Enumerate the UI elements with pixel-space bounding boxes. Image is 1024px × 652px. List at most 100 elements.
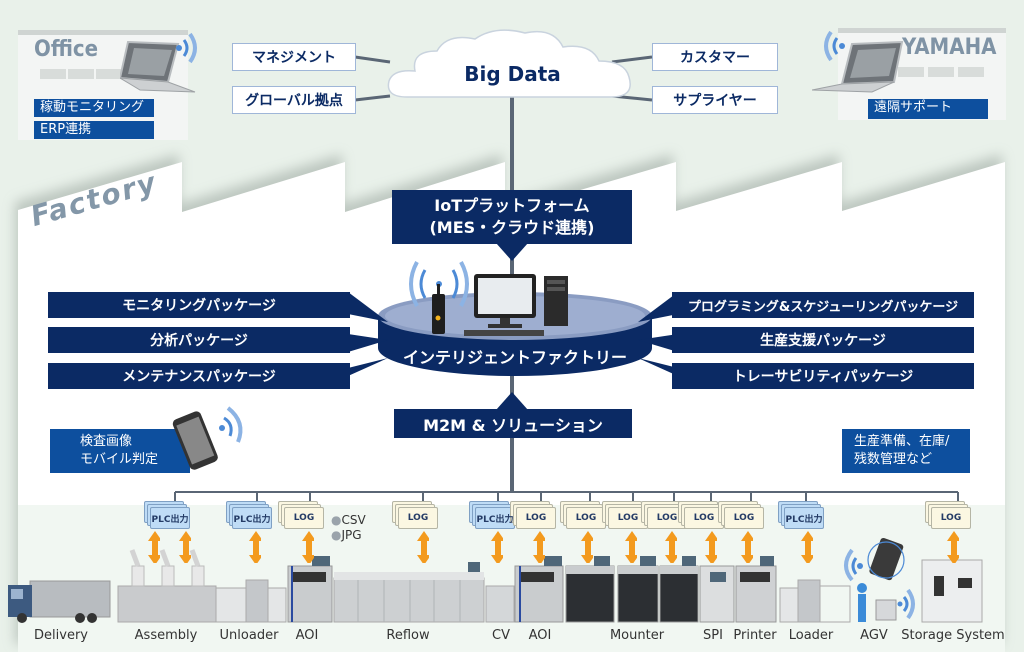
conveyor-icon	[485, 585, 515, 623]
machine-label-reflow: Reflow	[386, 628, 430, 643]
bidirectional-arrow-icon	[741, 531, 753, 563]
machine-label-delivery: Delivery	[34, 628, 88, 643]
reflow-oven-icon	[333, 562, 485, 623]
inventory-note-line1: 生産準備、在庫/	[854, 434, 950, 449]
machine-label-spi: SPI	[703, 628, 723, 643]
machine-label-cv: CV	[492, 628, 510, 643]
wifi-icon	[897, 588, 915, 620]
mobile-inspection-note: 検査画像 モバイル判定	[50, 429, 190, 473]
printer-machine-icon	[735, 556, 777, 623]
file-format-csv: ●CSV	[331, 513, 366, 527]
node-customer: カスタマー	[652, 43, 778, 71]
bidirectional-arrow-icon	[581, 531, 593, 563]
plc-output-tag: PLC出力	[144, 501, 190, 529]
yamaha-label-remote-support: 遠隔サポート	[868, 99, 988, 119]
plc-output-tag: PLC出力	[778, 501, 824, 529]
arrow-down-icon	[496, 243, 528, 261]
delivery-truck-icon	[8, 580, 111, 623]
machine-label-aoi: AOI	[295, 628, 319, 643]
bidirectional-arrow-icon	[533, 531, 545, 563]
node-supplier: サプライヤー	[652, 86, 778, 114]
bidirectional-arrow-icon	[801, 531, 813, 563]
log-tag: LOG	[925, 501, 971, 529]
bidirectional-arrow-icon	[148, 531, 160, 563]
tag-label: LOG	[293, 513, 315, 523]
log-tag: LOG	[392, 501, 438, 529]
inventory-management-note: 生産準備、在庫/ 残数管理など	[842, 429, 970, 473]
bidirectional-arrow-icon	[249, 531, 261, 563]
log-tag: LOG	[278, 501, 324, 529]
programming-scheduling-package: プログラミング&スケジューリングパッケージ	[672, 292, 974, 318]
tag-label: LOG	[693, 513, 715, 523]
maintenance-package: メンテナンスパッケージ	[48, 363, 350, 389]
intelligent-factory-disc	[378, 292, 652, 376]
loader-machine-icon	[779, 579, 851, 623]
mounter-machine-icon	[617, 556, 659, 623]
spi-machine-icon	[699, 565, 735, 623]
laptop-icon	[120, 40, 196, 93]
file-format-jpg: ●JPG	[331, 528, 362, 542]
bidirectional-arrow-icon	[179, 531, 191, 563]
aoi-machine-icon	[287, 556, 333, 623]
mobile-note-line2: モバイル判定	[80, 452, 159, 467]
bidirectional-arrow-icon	[491, 531, 503, 563]
machine-label-agv: AGV	[860, 628, 888, 643]
bidirectional-arrow-icon	[625, 531, 637, 563]
tag-label: PLC出力	[476, 514, 514, 525]
left-package-arrows	[348, 292, 388, 376]
tag-label: PLC出力	[233, 514, 271, 525]
unloader-machine-icon	[215, 579, 287, 623]
bidirectional-arrow-icon	[302, 531, 314, 563]
office-label-monitoring: 稼動モニタリング	[34, 99, 154, 117]
plc-output-tag: PLC出力	[226, 501, 272, 529]
monitoring-package: モニタリングパッケージ	[48, 292, 350, 318]
iot-platform-box: IoTプラットフォーム (MES・クラウド連携)	[392, 190, 632, 244]
intelligent-factory-label: インテリジェントファクトリー	[402, 348, 627, 367]
tag-label: PLC出力	[785, 514, 823, 525]
laptop-icon	[812, 40, 904, 93]
tag-label: LOG	[407, 513, 429, 523]
machine-label-storage-system: Storage System	[901, 628, 1005, 643]
bidirectional-arrow-icon	[417, 531, 429, 563]
yamaha-title: YAMAHA	[902, 35, 997, 60]
tag-label: LOG	[656, 513, 678, 523]
machine-label-assembly: Assembly	[134, 628, 198, 643]
iot-platform-line1: IoTプラットフォーム	[434, 196, 590, 215]
desktop-computer-icon	[464, 274, 568, 336]
office-label-erp: ERP連携	[34, 121, 154, 139]
analysis-package: 分析パッケージ	[48, 327, 350, 353]
aoi-machine-icon	[514, 556, 564, 623]
tag-label: LOG	[525, 513, 547, 523]
tag-label: PLC出力	[151, 514, 189, 525]
machine-label-unloader: Unloader	[219, 628, 279, 643]
tag-label: LOG	[617, 513, 639, 523]
tablet-icon	[867, 537, 905, 581]
wifi-icon	[824, 30, 845, 62]
cloud-icon	[387, 29, 631, 98]
wireless-gateway-icon	[409, 261, 469, 334]
tag-label: LOG	[940, 513, 962, 523]
big-data-title: Big Data	[464, 62, 561, 86]
log-tag: LOG	[718, 501, 764, 529]
assembly-machine-icon	[117, 549, 217, 623]
machine-label-aoi: AOI	[528, 628, 552, 643]
tag-label: LOG	[733, 513, 755, 523]
log-tag: LOG	[641, 501, 687, 529]
agv-operator-icon	[857, 583, 897, 622]
mounter-machine-icon	[659, 556, 699, 623]
bidirectional-arrow-icon	[665, 531, 677, 563]
storage-system-icon	[921, 559, 983, 623]
wifi-icon	[844, 548, 863, 582]
bidirectional-arrow-icon	[947, 531, 959, 563]
wifi-icon	[176, 32, 197, 64]
traceability-package: トレーサビリティパッケージ	[672, 363, 974, 389]
plc-output-tag: PLC出力	[469, 501, 515, 529]
production-support-package: 生産支援パッケージ	[672, 327, 974, 353]
inventory-note-line2: 残数管理など	[854, 452, 933, 467]
mobile-note-line1: 検査画像	[80, 434, 133, 449]
smartphone-icon	[172, 406, 243, 470]
node-global-sites: グローバル拠点	[232, 86, 356, 114]
tag-label: LOG	[575, 513, 597, 523]
office-title: Office	[34, 37, 99, 62]
